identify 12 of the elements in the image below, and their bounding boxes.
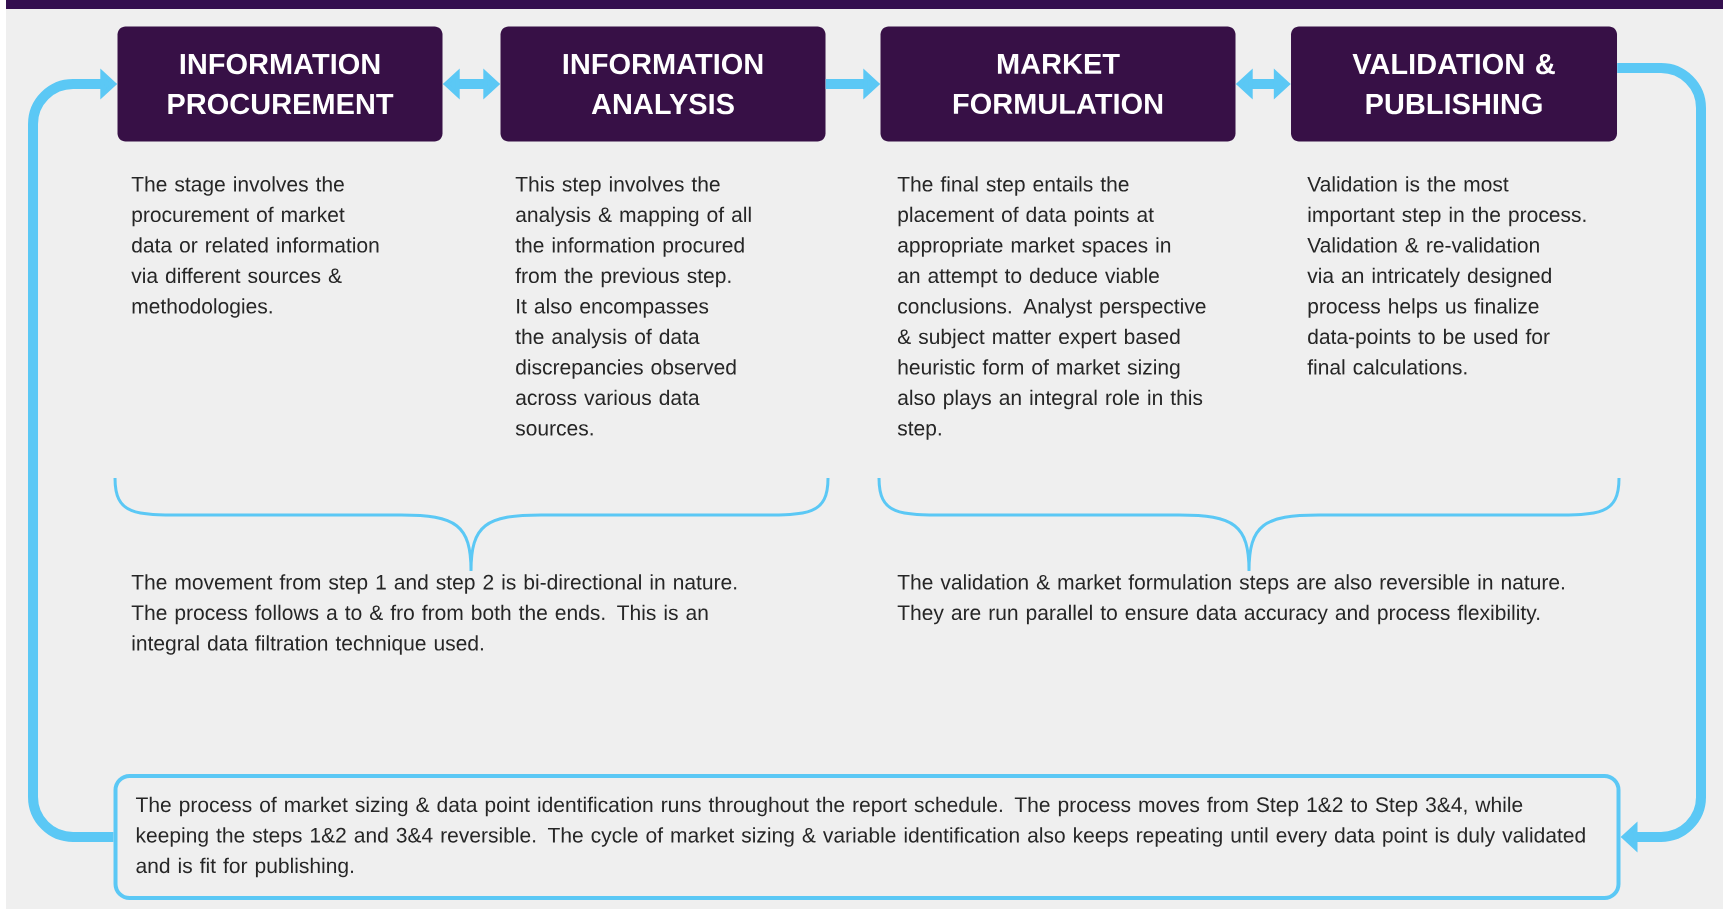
arrow	[1617, 63, 1706, 853]
step-box: MARKET FORMULATION	[880, 26, 1236, 142]
description-text: Validation is the most important step in the process. Validation & re-validation via an intricately designed process helps us finalize data-points to be used for final calculations.	[1307, 176, 1586, 375]
step-box: VALIDATION & PUBLISHING	[1291, 26, 1617, 142]
note-text: The validation & market formulation steps are also reversible in nature. They are run parallel to ensure data accuracy and process flexibility.	[897, 574, 1564, 625]
step-box: INFORMATION PROCUREMENT	[117, 26, 443, 142]
description-text: This step involves the analysis & mapping of all the information procured from the previous step. It also encompasses the analysis of data discrepancies observed across various data sources.	[515, 176, 751, 436]
note-text: The movement from step 1 and step 2 is bi-directional in nature. The process follows a to & fro from both the ends. This is an integral data filtration technique used.	[131, 574, 737, 655]
step-box: INFORMATION ANALYSIS	[500, 26, 826, 142]
summary-box: The process of market sizing & data point identification runs throughout the report schedule. The process moves from Step 1&2 to Step 3&4, while keeping the steps 1&2 and 3&4 reversible. The cycle of market sizing & variable identification also keeps repeating until every data point is duly validated and is fit for publishing.	[113, 774, 1621, 900]
description-text: The final step entails the placement of data points at appropriate market spaces in an attempt to deduce viable conclusions. Analyst perspective & subject matter expert based heuristic form of market sizing also plays an integral role in this step.	[897, 176, 1206, 440]
description-text: The stage involves the procurement of market data or related information via different sources & methodologies.	[131, 176, 379, 318]
